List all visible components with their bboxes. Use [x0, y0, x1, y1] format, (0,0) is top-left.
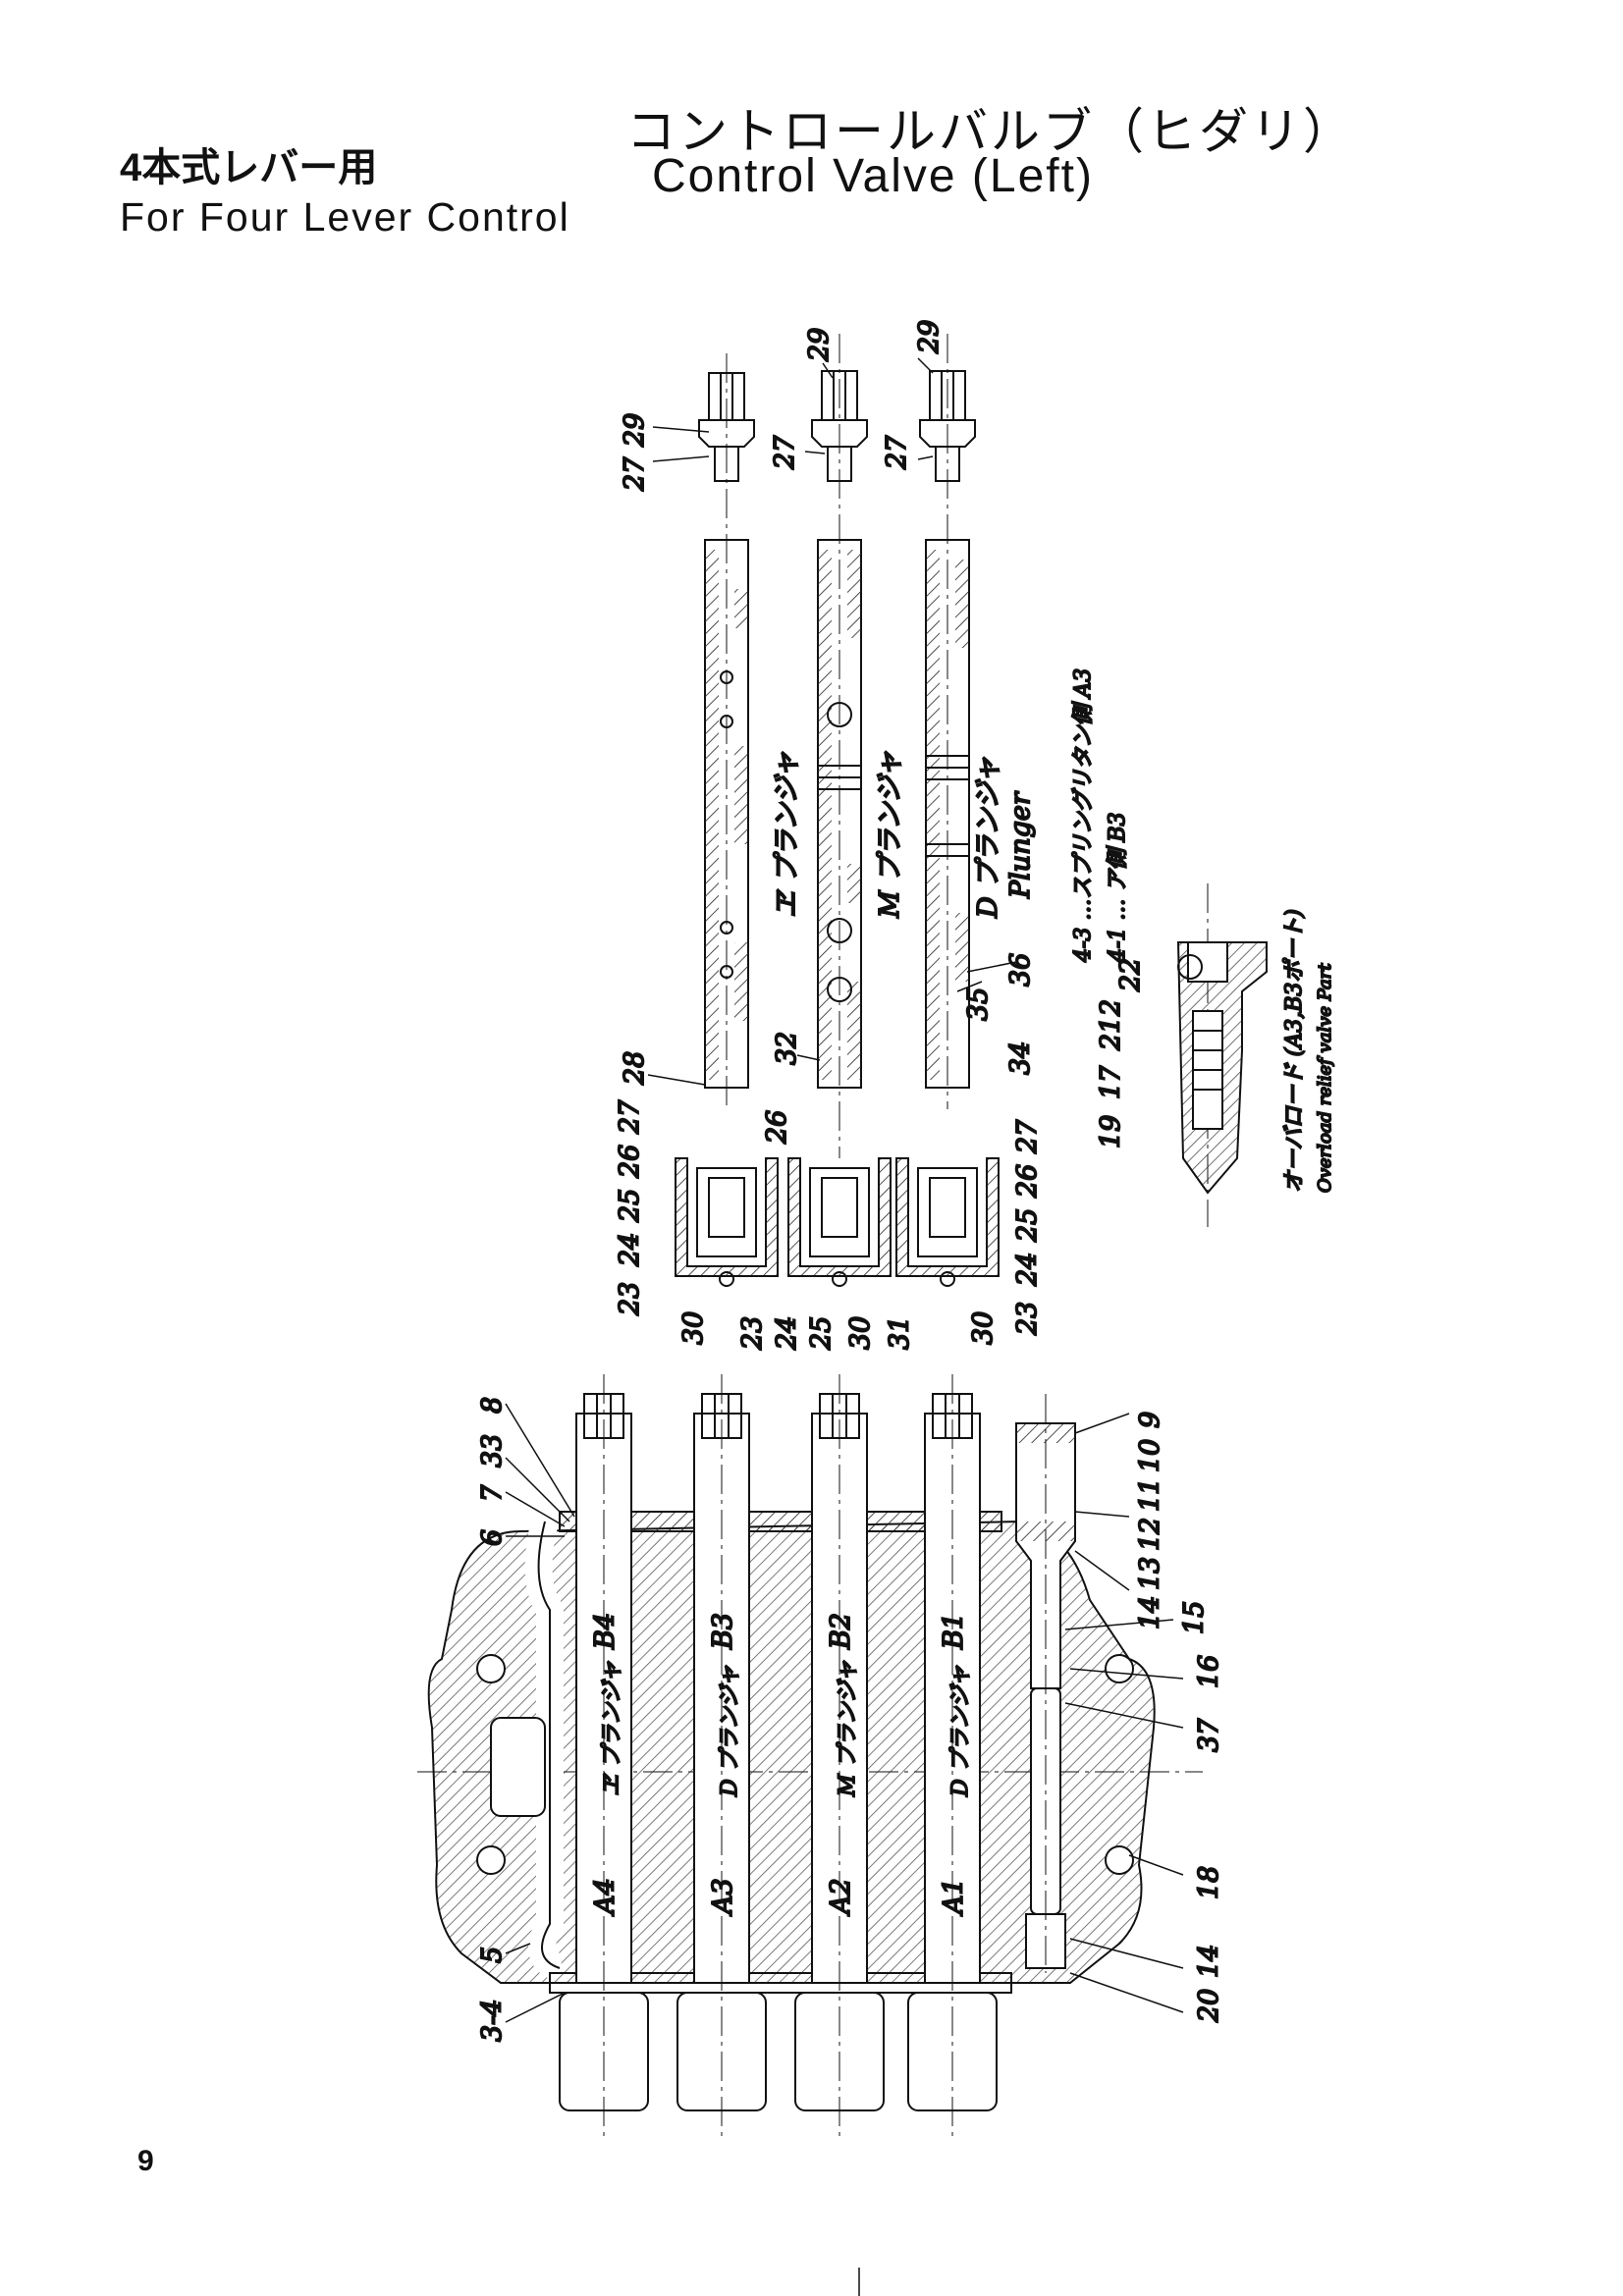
spool-name-2: D プランジャ — [718, 1665, 742, 1797]
plunger-3-name-en: Plunger — [1005, 790, 1036, 899]
relief-note-2: 4-1 … ア側 B3 — [1106, 812, 1130, 963]
page-number: 9 — [137, 2145, 154, 2177]
spool-3 — [794, 1374, 885, 2140]
cap2-24: 24 — [772, 1316, 802, 1351]
title-en-right: Control Valve (Left) — [652, 150, 1094, 202]
cap3-25: 25 — [1012, 1208, 1043, 1243]
cap1-27: 27 — [615, 1099, 645, 1135]
cap3-30: 30 — [968, 1311, 999, 1345]
body-label-20: 20 — [1194, 1989, 1224, 2023]
cap2-31: 31 — [885, 1316, 915, 1350]
port-b2: B2 — [826, 1613, 856, 1650]
port-b4: B4 — [590, 1613, 621, 1650]
body-label-8: 8 — [477, 1397, 508, 1414]
body-label-3-4: 3-4 — [477, 2000, 508, 2042]
label-29-a: 29 — [620, 413, 650, 448]
body-label-18: 18 — [1194, 1866, 1224, 1899]
label-36: 36 — [1005, 953, 1036, 987]
relief-label-21: 21 — [1096, 1017, 1126, 1051]
port-b1: B1 — [939, 1613, 969, 1650]
body-label-6: 6 — [477, 1529, 508, 1546]
cap1-24: 24 — [615, 1233, 645, 1267]
body-label-5: 5 — [477, 1947, 508, 1963]
spool-name-4: D プランジャ — [948, 1665, 973, 1797]
plunger-2 — [811, 334, 868, 1158]
cap3-24: 24 — [1012, 1253, 1043, 1287]
body-label-15: 15 — [1179, 1601, 1210, 1634]
body-label-33: 33 — [477, 1434, 508, 1468]
cap1-26: 26 — [615, 1145, 645, 1179]
label-27-c: 27 — [882, 435, 912, 470]
cap3-23: 23 — [1012, 1302, 1043, 1336]
label-27-a: 27 — [620, 456, 650, 492]
cap1-23: 23 — [615, 1282, 645, 1316]
valve-body — [417, 1511, 1203, 1994]
cap-1 — [675, 1157, 779, 1287]
port-a3: A3 — [708, 1878, 738, 1917]
body-label-37: 37 — [1194, 1718, 1224, 1752]
relief-note-1: 4-3 …スプリングリタン側 A3 — [1071, 668, 1096, 963]
label-32: 32 — [772, 1032, 802, 1065]
body-label-14b: 14 — [1194, 1945, 1224, 1978]
spool-name-1: ヱ プランジャ — [600, 1661, 624, 1796]
relief-label-19: 19 — [1096, 1115, 1126, 1148]
body-label-10: 10 — [1135, 1439, 1165, 1472]
cap1-30: 30 — [678, 1311, 709, 1345]
cap2-23: 23 — [737, 1316, 768, 1351]
cap2-26: 26 — [762, 1110, 792, 1145]
title-jp-left: 4本式レバー用 — [120, 146, 378, 189]
cap3-26: 26 — [1012, 1164, 1043, 1199]
spool-4 — [907, 1374, 998, 2140]
relief-label-2: 2 — [1096, 999, 1126, 1017]
cap-3 — [895, 1157, 1000, 1287]
port-a1: A1 — [939, 1878, 969, 1917]
spool-1 — [559, 1374, 649, 2140]
plunger-2-name: M プランジャ — [875, 751, 905, 919]
body-label-7: 7 — [477, 1484, 508, 1502]
relief-label-22: 22 — [1115, 958, 1146, 992]
relief-caption-en: Overload relief valve Part — [1315, 963, 1335, 1193]
body-label-11: 11 — [1135, 1478, 1165, 1512]
relief-label-17: 17 — [1096, 1065, 1126, 1099]
relief-caption-jp: オーバロード (A3,B3ポート) — [1282, 909, 1307, 1193]
spool-name-3: M プランジャ — [836, 1661, 860, 1797]
plunger-top-labels — [652, 357, 934, 462]
plunger-3 — [919, 334, 976, 1109]
body-label-12: 12 — [1135, 1518, 1165, 1551]
title-jp-right: コントロールバルブ（ヒダリ） — [626, 104, 1355, 159]
body-label-16: 16 — [1194, 1655, 1224, 1688]
port-a2: A2 — [826, 1878, 856, 1917]
port-a4: A4 — [590, 1878, 621, 1917]
plunger-3-name: D プランジャ — [973, 757, 1003, 919]
label-27-b: 27 — [770, 435, 800, 470]
cap1-25: 25 — [615, 1189, 645, 1223]
port-b3: B3 — [708, 1613, 738, 1650]
plunger-1 — [698, 353, 755, 1109]
cap2-30: 30 — [845, 1316, 876, 1350]
label-34: 34 — [1005, 1041, 1036, 1075]
title-en-left: For Four Lever Control — [120, 194, 570, 240]
cap-group: 23 24 25 26 27 30 23 24 25 26 30 31 23 2… — [614, 1098, 1044, 1352]
plunger-group: 27 29 27 29 27 29 ヱ プランジャ M プランジャ D プランジ… — [619, 319, 1037, 1158]
relief-valve-detail — [1176, 883, 1268, 1227]
cap-2 — [787, 1157, 892, 1287]
cap3-27: 27 — [1012, 1119, 1043, 1154]
body-label-9: 9 — [1135, 1412, 1165, 1428]
label-28: 28 — [620, 1051, 650, 1086]
spool-2 — [676, 1374, 767, 2140]
plunger-1-name: ヱ プランジャ — [772, 752, 802, 918]
body-label-13: 13 — [1135, 1557, 1165, 1590]
label-35: 35 — [963, 988, 994, 1021]
label-29-c: 29 — [914, 320, 945, 354]
label-29-b: 29 — [804, 328, 835, 362]
body-relief-valve — [1015, 1394, 1076, 1973]
cap2-25: 25 — [806, 1316, 837, 1351]
body-label-14a: 14 — [1135, 1596, 1165, 1629]
